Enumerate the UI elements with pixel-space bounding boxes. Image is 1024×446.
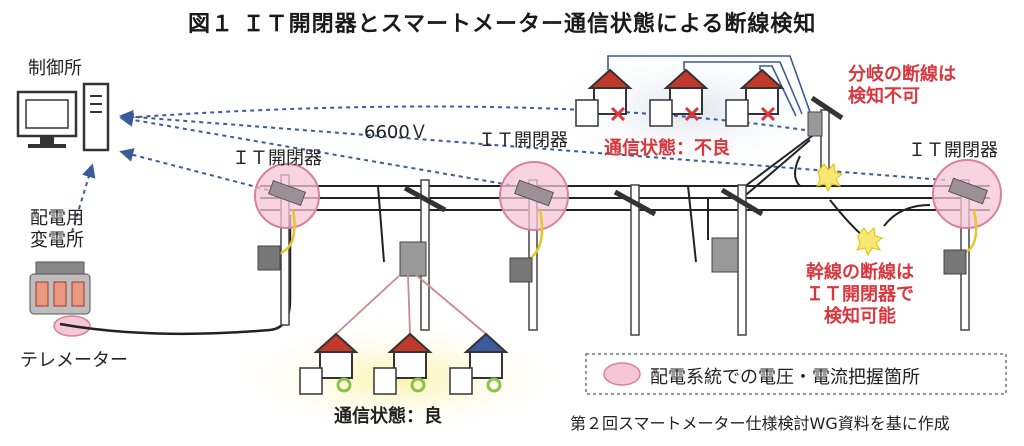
comm-bad-label: 通信状態：不良	[604, 138, 730, 159]
telemeter-label: テレメーター	[20, 350, 128, 371]
figure-title: 図１ ＩＴ開閉器とスマートメーター通信状態による断線検知	[188, 12, 817, 37]
legend-label: 配電系統での電圧・電流把握箇所	[650, 367, 920, 388]
it-switch-measure-points	[254, 159, 1002, 231]
break-spark-icon	[856, 226, 884, 257]
it-switch-label-3: ＩＴ開閉器	[908, 140, 998, 161]
substation-transformer-icon	[29, 261, 91, 315]
it-switch-label-2: ＩＴ開閉器	[478, 130, 568, 151]
feeder-cable	[59, 215, 292, 336]
legend-box	[585, 353, 1007, 395]
service-drops-good	[335, 274, 487, 335]
it-switch-icons	[267, 177, 988, 207]
house-icon	[463, 332, 509, 379]
broken-branch-wire	[794, 155, 801, 187]
computer-icon	[16, 82, 110, 152]
legend-marker	[603, 362, 641, 386]
pole-transformers	[377, 111, 823, 277]
smart-meter-icons-bad	[575, 99, 749, 127]
branch-break-note: 分岐の断線は検知不可	[848, 64, 956, 107]
house-icon	[313, 332, 359, 379]
status-ok-icon	[336, 377, 502, 393]
it-switch-label-1: ＩＴ開閉器	[232, 148, 322, 169]
crossarms	[403, 95, 844, 217]
service-drops-bad	[607, 55, 811, 117]
broken-trunk-wire	[829, 199, 863, 236]
substation-label: 配電用変電所	[30, 208, 84, 251]
smart-meter-icons-good	[299, 367, 473, 395]
voltage-label: 6600Ｖ	[364, 122, 428, 143]
source-note: 第２回スマートメーター仕様検討WG資料を基に作成	[570, 414, 950, 433]
comm-links	[71, 105, 946, 233]
comm-good-label: 通信状態：良	[334, 406, 442, 427]
break-spark-icon	[816, 162, 844, 193]
switch-controller-boxes	[257, 209, 978, 283]
house-icon	[387, 332, 433, 379]
status-fail-icon	[610, 106, 776, 122]
control-center-label: 制御所	[28, 58, 82, 79]
